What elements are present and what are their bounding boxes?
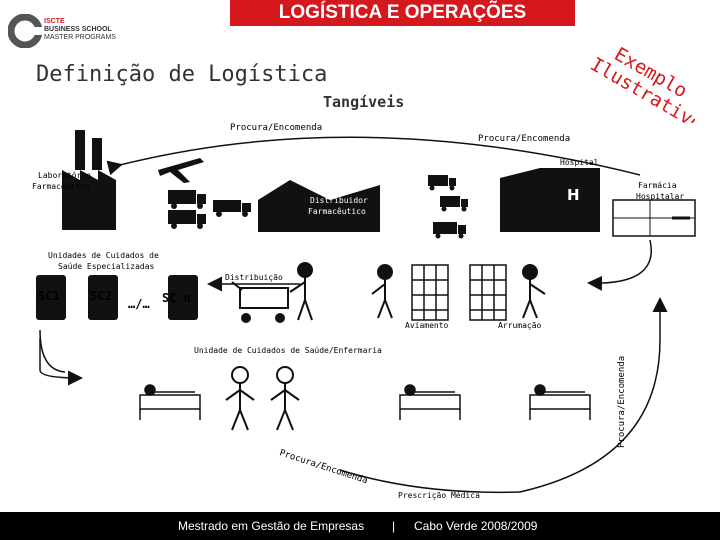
logo-line-3: MASTER PROGRAMS bbox=[44, 34, 116, 41]
footer-location-year: Cabo Verde 2008/2009 bbox=[414, 519, 538, 533]
lab-label-2: Farmacêutico bbox=[32, 181, 90, 191]
sc2-label: SC2 bbox=[90, 289, 112, 303]
hospital-mark: H bbox=[567, 186, 580, 204]
footer-bar: Mestrado em Gestão de Empresas | Cabo Ve… bbox=[0, 512, 720, 540]
specialised-units-icon bbox=[36, 275, 198, 320]
logo-line-1: ISCTE bbox=[44, 18, 65, 25]
airplane-icon bbox=[158, 158, 204, 183]
storage-worker-icon bbox=[522, 264, 546, 319]
units-label-2: Saúde Especializadas bbox=[58, 262, 155, 271]
picking-label: Aviamento bbox=[405, 321, 449, 330]
nurse-figure-icon bbox=[225, 366, 255, 431]
truck-fleet-icon bbox=[168, 190, 251, 229]
example-stamp: Exemplo Ilustrativo bbox=[587, 43, 696, 123]
page-subtitle: Tangíveis bbox=[323, 93, 405, 111]
distributor-warehouse-icon bbox=[258, 180, 380, 232]
order-label-bottom: Procura/Encomenda bbox=[278, 448, 369, 486]
pharmacy-label-2: Hospitalar bbox=[636, 192, 684, 201]
distributor-label-1: Distribuidor bbox=[310, 196, 368, 205]
footer-program: Mestrado em Gestão de Empresas bbox=[178, 519, 365, 533]
flow-prescription bbox=[339, 469, 521, 494]
pharmacy-cabinet-icon bbox=[612, 199, 696, 237]
storage-label: Arrumação bbox=[498, 321, 542, 330]
ward-beds-icon bbox=[139, 384, 591, 420]
page-title: Definição de Logística bbox=[36, 62, 328, 87]
order-label-top-right: Procura/Encomenda bbox=[478, 134, 570, 144]
school-logo: ISCTE BUSINESS SCHOOL MASTER PROGRAMS bbox=[8, 10, 118, 52]
picking-shelf-icon bbox=[411, 264, 449, 321]
distributor-label-2: Farmacêutico bbox=[308, 206, 366, 216]
logo-mark-icon bbox=[8, 14, 42, 48]
hospital-label: Hospital bbox=[560, 158, 599, 167]
picking-worker-icon bbox=[371, 264, 393, 319]
order-label-top-left: Procura/Encomenda bbox=[230, 123, 322, 133]
order-flow-right bbox=[519, 297, 668, 493]
distribution-label: Distribuição bbox=[225, 273, 283, 282]
flow-units-to-ward bbox=[39, 329, 66, 373]
sc1-label: SC1 bbox=[38, 289, 60, 303]
units-label-1: Unidades de Cuidados de bbox=[48, 251, 159, 260]
doctor-figure-icon bbox=[270, 366, 300, 431]
hospital-building-icon bbox=[500, 168, 600, 232]
delivery-truck-icon bbox=[428, 175, 468, 239]
laboratory-factory-icon bbox=[62, 130, 116, 230]
pharmacy-label-1: Farmácia bbox=[638, 181, 677, 190]
prescription-label: Prescrição Médica bbox=[398, 490, 480, 500]
order-flow-top bbox=[106, 136, 641, 176]
storage-shelf-icon bbox=[469, 264, 507, 321]
scn-label: SC n bbox=[162, 291, 191, 305]
header-title: LOGÍSTICA E OPERAÇÕES bbox=[230, 0, 575, 26]
cart-worker-icon bbox=[231, 262, 313, 323]
sc-dots-label: …/… bbox=[128, 297, 150, 311]
lab-label-1: Laboratório bbox=[38, 170, 91, 180]
logo-line-2: BUSINESS SCHOOL bbox=[44, 26, 112, 33]
order-label-vertical: Procura/Encomenda bbox=[617, 356, 627, 448]
flow-pharmacy-to-storage bbox=[587, 239, 652, 291]
ward-label: Unidade de Cuidados de Saúde/Enfermaria bbox=[194, 346, 382, 355]
footer-separator: | bbox=[392, 519, 396, 533]
